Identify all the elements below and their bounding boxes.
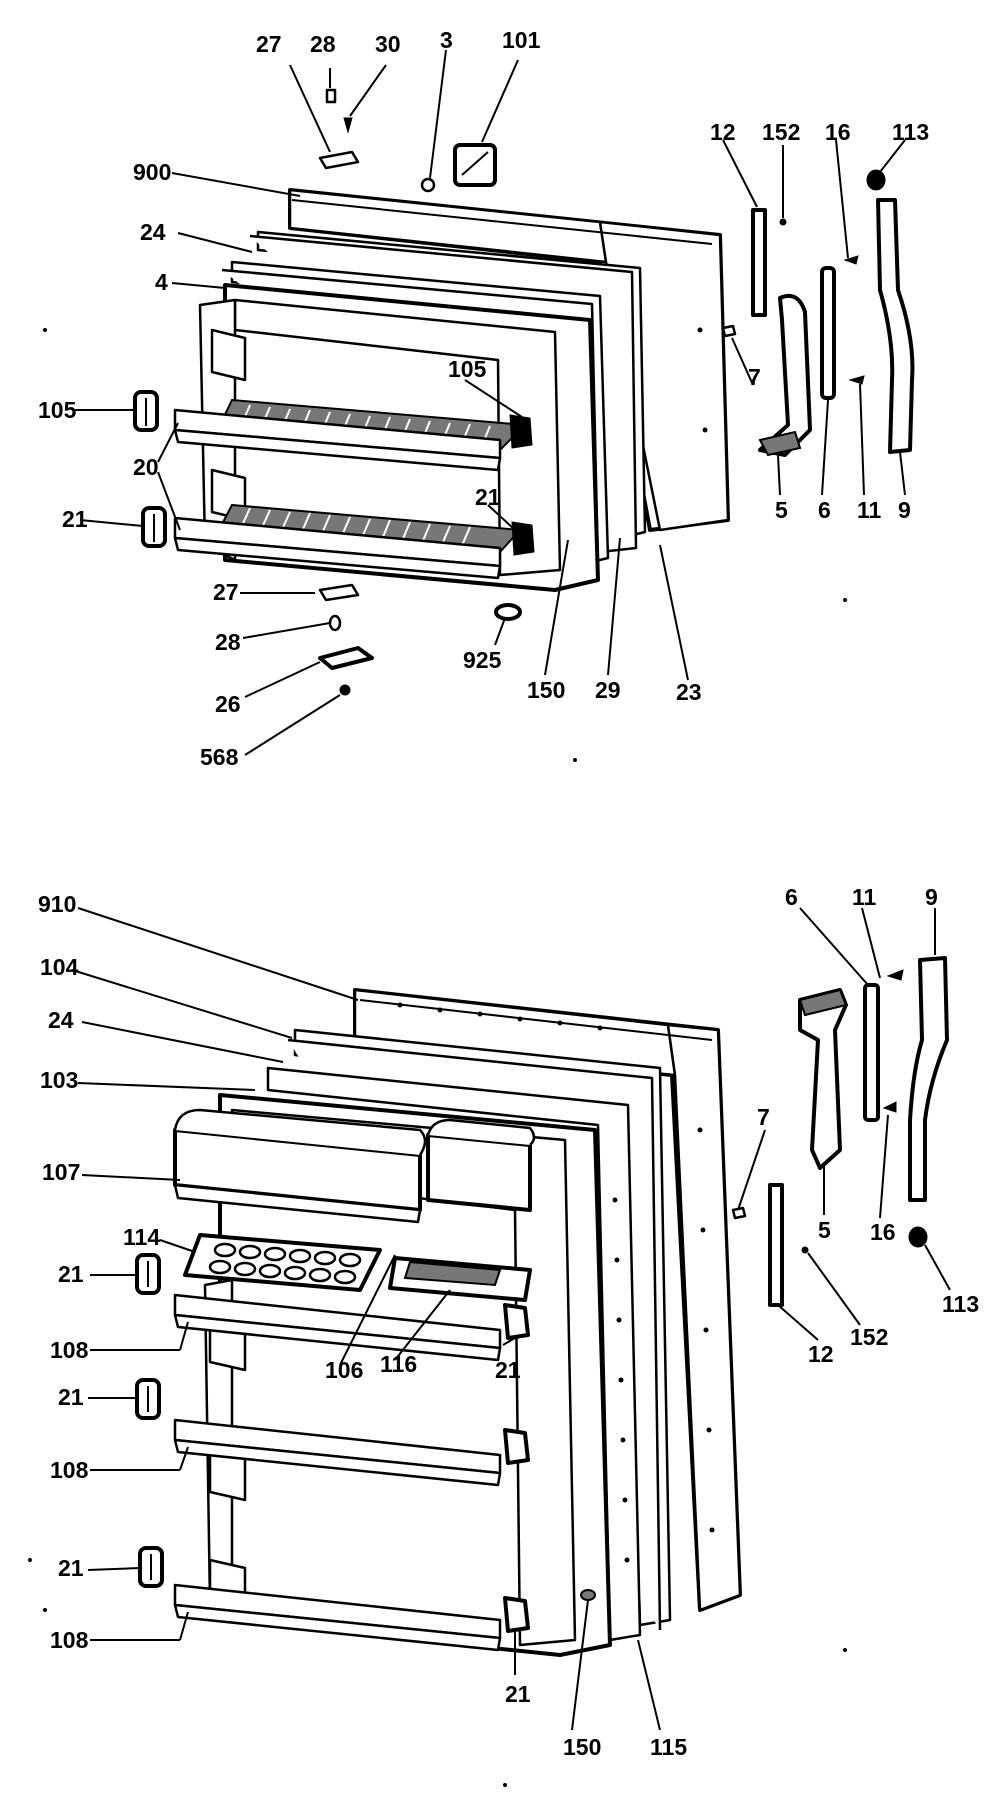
callout: 6 xyxy=(785,884,798,910)
callout: 108 xyxy=(50,1337,89,1363)
callout: 910 xyxy=(38,891,76,917)
callout: 26 xyxy=(215,691,241,717)
callout: 21 xyxy=(505,1681,531,1707)
callout: 11 xyxy=(852,884,877,910)
callout: 108 xyxy=(50,1627,89,1653)
fresh-food-door-assembly: 910 104 24 103 107 114 21 108 106 116 21… xyxy=(38,884,979,1760)
callout: 21 xyxy=(495,1357,521,1383)
callout: 21 xyxy=(58,1555,84,1581)
callout: 24 xyxy=(48,1007,74,1033)
callout: 28 xyxy=(310,31,336,57)
callout: 107 xyxy=(42,1159,80,1185)
callout: 28 xyxy=(215,629,241,655)
callout: 30 xyxy=(375,31,401,57)
callout: 104 xyxy=(40,954,79,980)
callout: 116 xyxy=(380,1351,417,1377)
callout: 4 xyxy=(155,269,168,295)
callout: 23 xyxy=(676,679,702,705)
callout: 113 xyxy=(892,119,929,145)
callout: 20 xyxy=(133,454,159,480)
callout: 108 xyxy=(50,1457,89,1483)
callout: 9 xyxy=(898,497,911,523)
callout: 24 xyxy=(140,219,166,245)
callout: 11 xyxy=(857,497,882,523)
callout: 925 xyxy=(463,647,502,673)
fresh-food-inner-liner xyxy=(173,1093,612,1657)
callout: 150 xyxy=(527,677,565,703)
freezer-inner-liner xyxy=(173,283,600,592)
callout: 106 xyxy=(325,1357,363,1383)
callout: 21 xyxy=(58,1261,84,1287)
callout: 900 xyxy=(133,159,171,185)
callout: 5 xyxy=(775,497,788,523)
callout: 101 xyxy=(502,27,541,53)
callout: 114 xyxy=(123,1224,160,1250)
callout: 16 xyxy=(825,119,851,145)
callout: 3 xyxy=(440,27,453,53)
callout: 105 xyxy=(448,356,487,382)
callout: 152 xyxy=(850,1324,888,1350)
fresh-food-shelf-caps xyxy=(135,1253,164,1588)
callout: 7 xyxy=(757,1104,770,1130)
callout: 6 xyxy=(818,497,831,523)
fresh-food-outer-door-panel xyxy=(353,988,742,1612)
callout: 105 xyxy=(38,397,77,423)
callout: 568 xyxy=(200,744,239,770)
callout: 9 xyxy=(925,884,938,910)
freezer-leader-lines xyxy=(75,49,906,756)
fresh-food-callout-labels: 910 104 24 103 107 114 21 108 106 116 21… xyxy=(38,884,979,1760)
callout: 21 xyxy=(58,1384,84,1410)
callout: 113 xyxy=(942,1291,979,1317)
freezer-hinge-parts xyxy=(133,88,522,696)
callout: 152 xyxy=(762,119,800,145)
callout: 16 xyxy=(870,1219,896,1245)
fresh-food-handle-parts xyxy=(731,956,949,1307)
callout: 150 xyxy=(563,1734,601,1760)
callout: 29 xyxy=(595,677,621,703)
freezer-callout-labels: 27 28 30 3 101 900 24 4 105 105 20 21 21… xyxy=(38,27,929,770)
freezer-handle-parts xyxy=(721,169,915,457)
callout: 7 xyxy=(748,364,761,390)
callout: 103 xyxy=(40,1067,78,1093)
callout: 12 xyxy=(808,1341,834,1367)
callout: 27 xyxy=(256,31,282,57)
fresh-food-leader-lines xyxy=(71,907,951,1731)
scan-specks xyxy=(28,328,847,1787)
callout: 21 xyxy=(62,506,88,532)
callout: 21 xyxy=(475,484,501,510)
callout: 115 xyxy=(650,1734,687,1760)
callout: 27 xyxy=(213,579,239,605)
callout: 5 xyxy=(818,1217,831,1243)
callout: 12 xyxy=(710,119,736,145)
freezer-door-assembly: 27 28 30 3 101 900 24 4 105 105 20 21 21… xyxy=(38,27,929,770)
